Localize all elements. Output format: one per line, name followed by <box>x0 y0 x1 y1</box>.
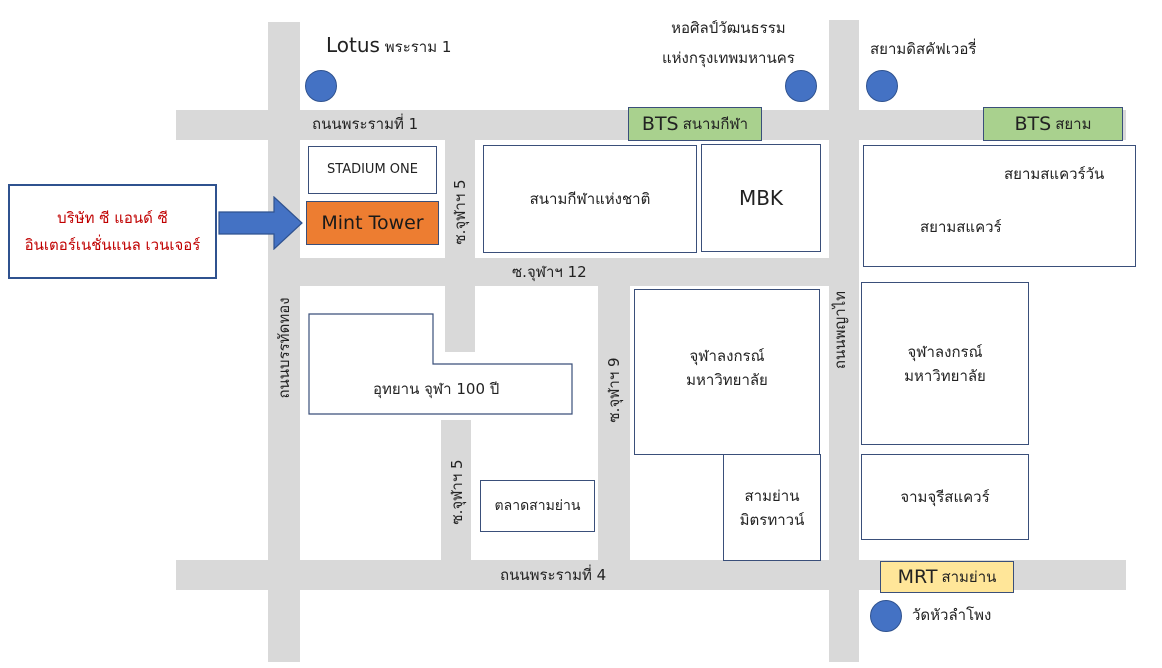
siam-discovery-location-dot <box>866 70 898 102</box>
road-banthat <box>268 22 300 662</box>
road-label-soi12: ซ.จุฬาฯ 12 <box>512 263 587 281</box>
road-soi12 <box>270 258 855 286</box>
building-chula-right: จุฬาลงกรณ์ มหาวิทยาลัย <box>861 282 1029 445</box>
road-label-banthat: ถนนบรรทัดทอง <box>275 297 293 399</box>
building-chula-right-line2: มหาวิทยาลัย <box>904 366 986 385</box>
landmark-lotus-name: Lotus <box>326 33 380 57</box>
building-centenary-park-label: อุทยาน จุฬา 100 ปี <box>373 380 500 398</box>
building-siam-square-area <box>863 145 1136 267</box>
bts-stadium-system: BTS <box>641 113 679 135</box>
landmark-wat-hua-lamphong: วัดหัวลำโพง <box>912 606 992 624</box>
road-label-soi5-top: ซ.จุฬาฯ 5 <box>451 179 469 245</box>
bts-stadium-station: BTS สนามกีฬา <box>628 107 762 141</box>
pointer-arrow-icon <box>218 196 303 250</box>
bts-siam-station: BTS สยาม <box>983 107 1123 141</box>
building-stadium-one: STADIUM ONE <box>308 146 437 194</box>
road-label-rama4: ถนนพระรามที่ 4 <box>500 566 607 584</box>
building-samyan-mitrtown: สามย่าน มิตรทาวน์ <box>723 454 821 561</box>
mrt-samyan-system: MRT <box>897 566 938 588</box>
building-mint-tower: Mint Tower <box>306 201 439 245</box>
landmark-lotus-branch: พระราม 1 <box>384 38 452 56</box>
road-soi5-top <box>445 140 475 352</box>
landmark-siam-discovery: สยามดิสคัฟเวอรี่ <box>870 40 977 58</box>
wat-hua-lamphong-dot <box>870 600 902 632</box>
bts-siam-system: BTS <box>1014 113 1052 135</box>
building-samyan-mitrtown-line1: สามย่าน <box>744 486 800 505</box>
building-chula-mid-line1: จุฬาลงกรณ์ <box>689 347 765 365</box>
landmark-lotus: Lotus พระราม 1 <box>326 32 451 58</box>
road-phayathai <box>829 20 859 662</box>
mrt-samyan-station: MRT สามย่าน <box>880 561 1014 593</box>
bts-stadium-name: สนามกีฬา <box>682 115 749 133</box>
art-center-location-dot <box>785 70 817 102</box>
landmark-art-center-line1: หอศิลป์วัฒนธรรม <box>671 19 786 37</box>
road-label-rama1: ถนนพระรามที่ 1 <box>312 115 419 133</box>
road-label-soi5-bottom: ซ.จุฬาฯ 5 <box>448 459 466 525</box>
building-siam-square-one: สยามสแควร์วัน <box>1004 165 1105 183</box>
building-siam-square: สยามสแควร์ <box>920 218 1002 236</box>
building-samyan-mitrtown-line2: มิตรทาวน์ <box>739 510 805 529</box>
building-chamchuri-square: จามจุรีสแควร์ <box>861 454 1029 540</box>
road-soi5-bottom <box>441 420 471 560</box>
building-centenary-park <box>308 313 573 415</box>
mrt-samyan-name: สามย่าน <box>941 568 997 586</box>
building-mbk: MBK <box>701 144 821 252</box>
building-samyan-market: ตลาดสามย่าน <box>480 480 595 532</box>
building-national-stadium: สนามกีฬาแห่งชาติ <box>483 145 697 253</box>
landmark-art-center: หอศิลป์วัฒนธรรม แห่งกรุงเทพมหานคร <box>662 13 795 73</box>
road-soi9 <box>598 286 630 560</box>
road-label-phayathai: ถนนพญาไท <box>831 290 849 370</box>
building-chula-right-line1: จุฬาลงกรณ์ <box>907 342 983 361</box>
road-label-soi9: ซ.จุฬาฯ 9 <box>605 357 623 423</box>
building-chula-mid-line2: มหาวิทยาลัย <box>686 371 768 389</box>
company-callout-line2: อินเตอร์เนชั่นแนล เวนเจอร์ <box>24 235 201 254</box>
company-callout: บริษัท ซี แอนด์ ซี อินเตอร์เนชั่นแนล เวน… <box>8 184 217 279</box>
landmark-art-center-line2: แห่งกรุงเทพมหานคร <box>662 49 795 67</box>
building-chula-mid: จุฬาลงกรณ์ มหาวิทยาลัย <box>634 289 820 455</box>
company-callout-line1: บริษัท ซี แอนด์ ซี <box>57 209 168 228</box>
bts-siam-name: สยาม <box>1055 115 1092 133</box>
lotus-location-dot <box>305 70 337 102</box>
